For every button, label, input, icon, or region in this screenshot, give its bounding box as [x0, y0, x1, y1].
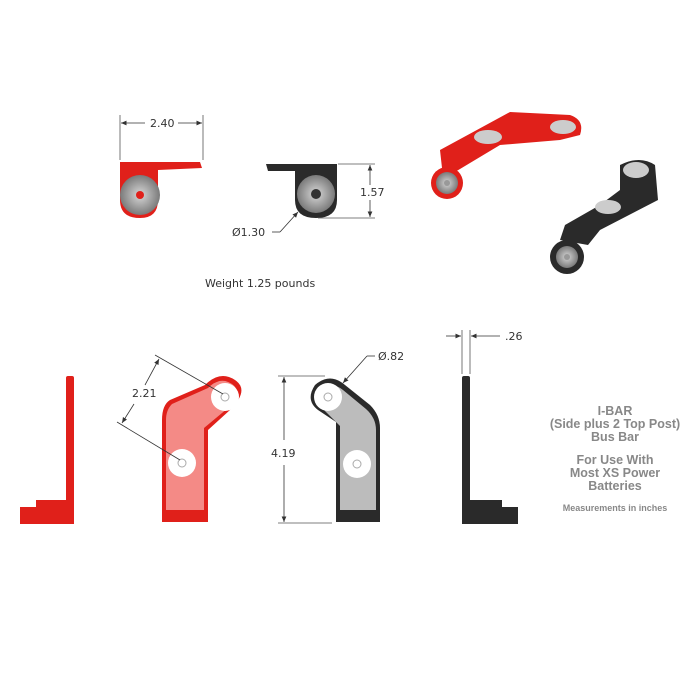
- red-front-view: [162, 376, 242, 522]
- red-side-view: [20, 376, 74, 524]
- usage-line-1: For Use With: [576, 453, 654, 467]
- title-line-1: I-BAR: [597, 404, 633, 418]
- usage-line-2: Most XS Power: [569, 466, 661, 480]
- black-end-view: [266, 164, 337, 218]
- usage-line-3: Batteries: [588, 479, 642, 493]
- dim-diameter: Ø1.30: [232, 226, 265, 239]
- dim-total-height: 4.19: [271, 447, 296, 460]
- black-isometric-view: [550, 160, 658, 274]
- dim-hole-diameter: Ø.82: [378, 350, 404, 363]
- dim-height: 1.57: [360, 186, 385, 199]
- black-front-view: [310, 378, 380, 522]
- title-line-2: (Side plus 2 Top Post): [549, 417, 681, 431]
- red-end-view: [120, 162, 202, 218]
- red-isometric-view: [431, 112, 582, 199]
- weight-label: Weight 1.25 pounds: [205, 277, 316, 290]
- product-info: I-BAR (Side plus 2 Top Post) Bus Bar For…: [540, 404, 690, 514]
- measurement-note: Measurements in inches: [562, 503, 668, 513]
- dim-width: 2.40: [150, 117, 175, 130]
- black-side-view: [462, 376, 518, 524]
- dim-hole-spacing: 2.21: [132, 387, 157, 400]
- dim-thickness: .26: [505, 330, 523, 343]
- title-line-3: Bus Bar: [591, 430, 639, 444]
